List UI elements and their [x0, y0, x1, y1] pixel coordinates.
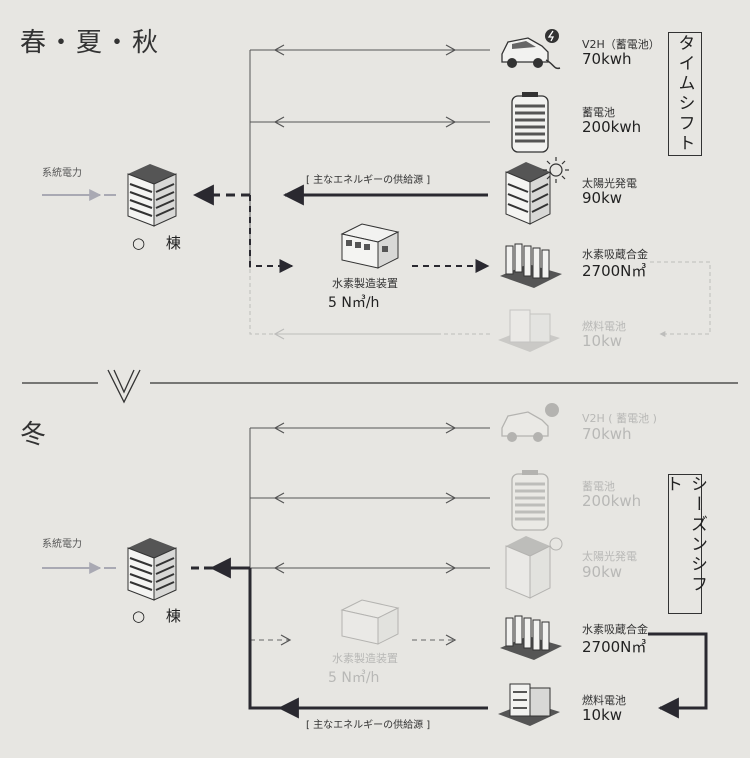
source-name-v2h: V2H（蓄電池） — [582, 38, 660, 51]
source-name-solar: 太陽光発電 — [582, 550, 637, 563]
solar-building-icon — [505, 162, 551, 225]
chevron-down-icon — [107, 369, 141, 404]
hydrogen-factory-icon — [340, 223, 400, 269]
hydrogen-alloy-icon — [500, 243, 562, 288]
bottom-fuelcell-supply — [248, 568, 488, 710]
top-hydrogen-dash — [249, 195, 294, 273]
season-divider — [22, 369, 738, 404]
source-name-solar: 太陽光発電 — [582, 177, 637, 190]
battery-icon — [511, 92, 549, 153]
source-name-battery: 蓄電池 — [582, 480, 615, 493]
season-title-winter: 冬 — [20, 420, 49, 450]
bottom-alloy-to-fuelcell — [648, 632, 708, 719]
battery-icon — [511, 470, 549, 531]
solar-building-icon — [505, 536, 563, 599]
top-fuelcell-loop — [650, 261, 711, 337]
factory-value: 5 N㎥/h — [328, 295, 380, 311]
grid-power-label: 系統電力 — [42, 168, 82, 179]
season-title-spring-summer-autumn: 春・夏・秋 — [20, 28, 161, 58]
building-icon — [127, 164, 177, 227]
source-value-hydrogen-alloy: 2700N㎥ — [582, 638, 647, 656]
fuel-cell-icon — [498, 309, 560, 352]
source-value-fuel-cell: 10kw — [582, 706, 623, 724]
factory-name: 水素製造装置 — [332, 652, 398, 665]
source-value-battery: 200kwh — [582, 492, 642, 510]
supply-caption: [ 主なエネルギーの供給源 ] — [306, 720, 431, 731]
source-value-v2h: 70kwh — [582, 50, 632, 68]
grid-power-label: 系統電力 — [42, 539, 82, 550]
sun-icon — [543, 157, 569, 183]
ev-car-icon — [501, 403, 559, 442]
building-label: ○ 棟 — [132, 607, 189, 625]
source-name-hydrogen-alloy: 水素吸蔵合金 — [582, 623, 648, 636]
source-value-hydrogen-alloy: 2700N㎥ — [582, 262, 647, 280]
source-name-hydrogen-alloy: 水素吸蔵合金 — [582, 248, 648, 261]
source-name-v2h: V2H ( 蓄電池 ) — [582, 412, 657, 425]
source-name-fuel-cell: 燃料電池 — [582, 694, 626, 707]
mode-label-season-shift: シーズンシフト — [662, 474, 707, 614]
source-name-battery: 蓄電池 — [582, 106, 615, 119]
source-value-solar: 90kw — [582, 189, 623, 207]
source-value-fuel-cell: 10kw — [582, 332, 623, 350]
ev-car-icon — [501, 29, 561, 70]
source-value-battery: 200kwh — [582, 118, 642, 136]
source-name-fuel-cell: 燃料電池 — [582, 320, 626, 333]
hydrogen-factory-icon — [340, 599, 400, 645]
supply-caption: [ 主なエネルギーの供給源 ] — [306, 175, 431, 186]
bottom-section — [42, 422, 708, 719]
building-icon — [127, 538, 177, 601]
mode-label-time-shift: タイムシフト — [668, 32, 702, 156]
source-value-v2h: 70kwh — [582, 425, 632, 443]
top-section — [42, 44, 711, 340]
factory-value: 5 N㎥/h — [328, 670, 380, 686]
building-label: ○ 棟 — [132, 234, 189, 252]
hydrogen-alloy-icon — [500, 615, 562, 660]
source-value-solar: 90kw — [582, 563, 623, 581]
factory-name: 水素製造装置 — [332, 277, 398, 290]
fuel-cell-icon — [498, 683, 560, 726]
